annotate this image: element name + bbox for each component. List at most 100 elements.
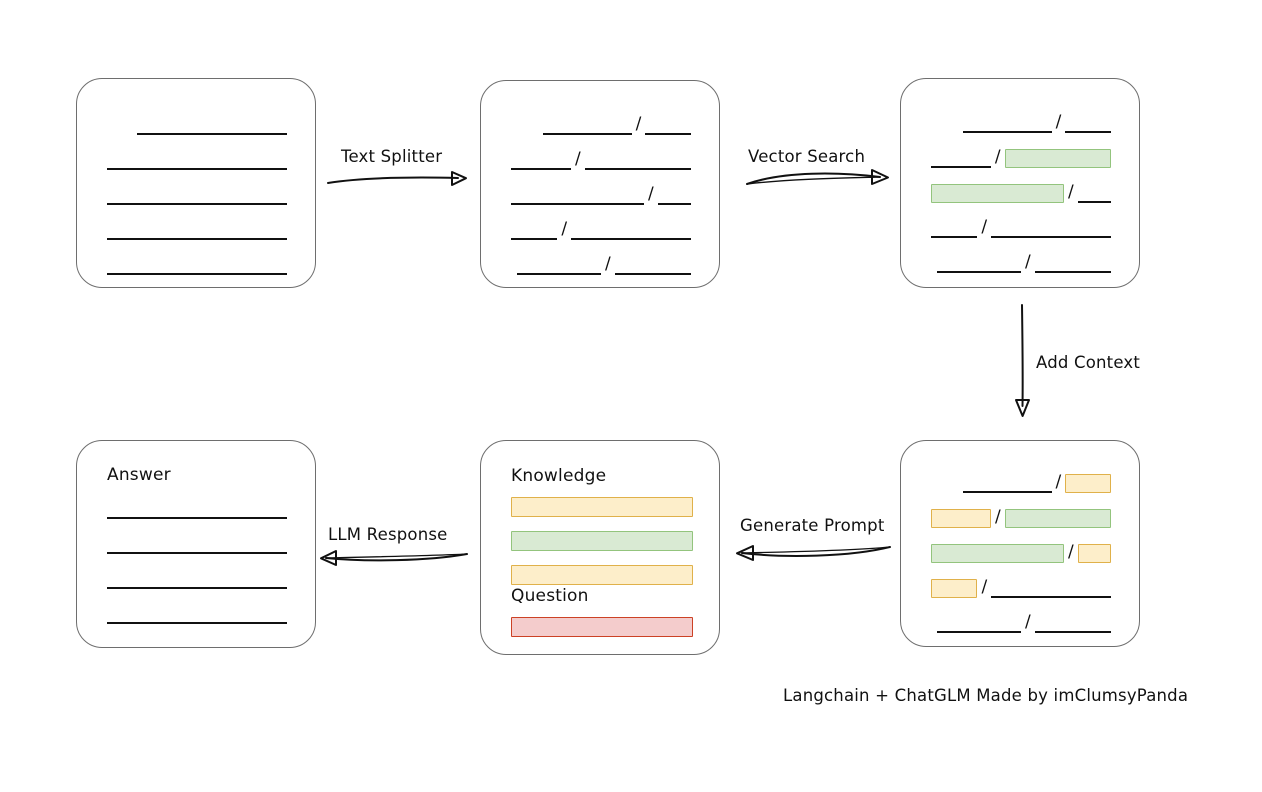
rule-line bbox=[1065, 131, 1111, 133]
arrow-label-vector-search: Vector Search bbox=[748, 147, 866, 166]
text-line-row bbox=[107, 185, 287, 205]
rule-line bbox=[543, 133, 632, 135]
answer-heading: Answer bbox=[107, 465, 171, 485]
rule-line bbox=[937, 631, 1022, 633]
text-line-row: / bbox=[931, 148, 1111, 168]
knowledge-bar-2 bbox=[511, 531, 693, 551]
rule-line bbox=[511, 168, 571, 170]
text-line-row: / bbox=[931, 473, 1111, 493]
text-line-row: / bbox=[931, 113, 1111, 133]
rule-line bbox=[584, 168, 691, 170]
question-bar-1 bbox=[511, 617, 693, 637]
rule-line bbox=[657, 203, 691, 205]
highlight-chip-green bbox=[1004, 148, 1111, 168]
rule-line bbox=[137, 133, 287, 135]
rule-line bbox=[963, 131, 1052, 133]
rule-line bbox=[991, 236, 1111, 238]
text-line-row: / bbox=[931, 253, 1111, 273]
matched-chunks-lines: / / / / / bbox=[901, 79, 1139, 287]
text-line-row: / bbox=[931, 218, 1111, 238]
text-rule bbox=[107, 534, 287, 554]
knowledge-heading: Knowledge bbox=[511, 466, 607, 486]
box-split-chunks[interactable]: ///// bbox=[480, 80, 720, 288]
rule-line bbox=[107, 168, 287, 170]
source-document-lines bbox=[77, 79, 315, 287]
text-line-row bbox=[107, 220, 287, 240]
highlight-chip-yellow bbox=[931, 578, 978, 598]
text-rule bbox=[517, 255, 602, 275]
rule-line bbox=[614, 273, 691, 275]
text-line-row: / bbox=[511, 115, 691, 135]
text-rule bbox=[584, 150, 691, 170]
text-rule bbox=[571, 220, 691, 240]
text-rule bbox=[963, 473, 1052, 493]
arrow-text-splitter bbox=[327, 171, 467, 186]
text-rule bbox=[107, 604, 287, 624]
arrow-llm-response bbox=[320, 550, 468, 566]
text-line-row: / bbox=[931, 508, 1111, 528]
text-line-row bbox=[107, 534, 287, 554]
rule-line bbox=[107, 203, 287, 205]
rule-line bbox=[511, 238, 558, 240]
text-line-row: / bbox=[511, 255, 691, 275]
text-rule bbox=[963, 113, 1052, 133]
text-line-row: / bbox=[511, 220, 691, 240]
chunk-separator-slash: / bbox=[1068, 182, 1074, 202]
highlight-chip-green bbox=[931, 183, 1065, 203]
text-rule bbox=[991, 578, 1111, 598]
text-line-row: / bbox=[511, 185, 691, 205]
chunk-separator-slash: / bbox=[1067, 542, 1074, 562]
chunk-separator-slash: / bbox=[635, 114, 642, 134]
text-rule bbox=[1034, 613, 1111, 633]
text-rule bbox=[107, 569, 287, 589]
chunk-separator-slash: / bbox=[994, 147, 1001, 167]
rule-line bbox=[1034, 631, 1111, 633]
text-rule bbox=[543, 115, 632, 135]
chunk-separator-slash: / bbox=[561, 219, 568, 239]
rule-line bbox=[931, 236, 978, 238]
text-rule bbox=[991, 218, 1111, 238]
question-heading: Question bbox=[511, 586, 589, 606]
text-rule bbox=[107, 499, 287, 519]
box-generated-prompt[interactable]: Knowledge Question bbox=[480, 440, 720, 655]
chunk-separator-slash: / bbox=[981, 577, 988, 597]
box-answer[interactable]: Answer bbox=[76, 440, 316, 648]
rule-line bbox=[511, 203, 645, 205]
box-source-document[interactable] bbox=[76, 78, 316, 288]
chunk-separator-slash: / bbox=[994, 507, 1001, 527]
answer-lines bbox=[77, 441, 315, 647]
chunk-separator-slash: / bbox=[1055, 112, 1062, 132]
highlight-chip-green bbox=[1004, 508, 1111, 528]
arrow-label-add-context: Add Context bbox=[1036, 353, 1141, 372]
rule-line bbox=[963, 491, 1052, 493]
text-rule bbox=[937, 613, 1022, 633]
text-rule bbox=[107, 220, 287, 240]
rule-line bbox=[107, 622, 287, 624]
split-chunks-lines: ///// bbox=[481, 81, 719, 287]
box-context-chunks[interactable]: / / / / / bbox=[900, 440, 1140, 647]
chunk-separator-slash: / bbox=[1025, 612, 1031, 632]
text-rule bbox=[1065, 113, 1111, 133]
text-rule bbox=[511, 185, 645, 205]
rule-line bbox=[107, 552, 287, 554]
text-line-row: / bbox=[931, 578, 1111, 598]
arrow-vector-search bbox=[746, 169, 889, 185]
text-line-row: / bbox=[931, 183, 1111, 203]
chunk-separator-slash: / bbox=[1055, 472, 1062, 492]
text-rule bbox=[657, 185, 691, 205]
text-line-row bbox=[107, 255, 287, 275]
text-rule bbox=[1034, 253, 1111, 273]
box-matched-chunks[interactable]: / / / / / bbox=[900, 78, 1140, 288]
rule-line bbox=[645, 133, 691, 135]
text-rule bbox=[931, 218, 978, 238]
text-rule bbox=[107, 185, 287, 205]
text-line-row bbox=[107, 150, 287, 170]
text-rule bbox=[107, 150, 287, 170]
arrow-label-text-splitter: Text Splitter bbox=[341, 147, 443, 166]
knowledge-bar-3 bbox=[511, 565, 693, 585]
rule-line bbox=[1077, 201, 1111, 203]
chunk-separator-slash: / bbox=[648, 184, 654, 204]
chunk-separator-slash: / bbox=[605, 254, 611, 274]
rule-line bbox=[517, 273, 602, 275]
knowledge-bar-1 bbox=[511, 497, 693, 517]
